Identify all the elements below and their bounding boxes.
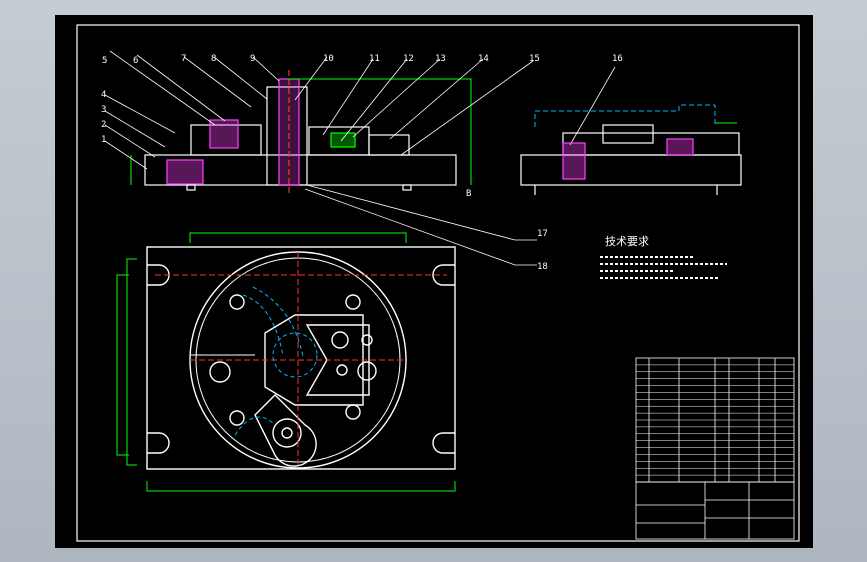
part-number-6: 6 xyxy=(133,56,138,66)
plan-view xyxy=(146,246,456,470)
clamp-boss xyxy=(272,418,302,448)
cad-drawing: B 1 2 3 4 5 6 7 8 9 10 11 12 13 14 15 16… xyxy=(76,24,800,542)
leader-15 xyxy=(400,60,534,156)
support-block xyxy=(190,124,262,156)
plan-left-dimension-2 xyxy=(126,258,137,466)
tech-requirements-title: 技术要求 xyxy=(605,235,649,248)
part-number-10: 10 xyxy=(323,54,334,64)
parts-list-rows xyxy=(636,364,794,476)
leader-3 xyxy=(104,110,166,148)
slot-bottom-right xyxy=(432,432,455,454)
part-number-4: 4 xyxy=(101,90,106,100)
tech-requirements-lines xyxy=(600,256,727,279)
leader-6 xyxy=(136,54,226,122)
front-view xyxy=(144,70,457,193)
leader-9 xyxy=(252,56,280,82)
side-clamp-section xyxy=(666,138,694,156)
title-block-frame xyxy=(635,481,795,540)
leader-7 xyxy=(183,56,252,108)
v-block xyxy=(305,324,370,396)
side-block xyxy=(602,124,654,144)
hole-f xyxy=(345,294,361,310)
leader-17 xyxy=(306,184,537,241)
front-dimensions xyxy=(130,78,472,185)
plan-top-dimension xyxy=(189,232,407,243)
guide-detail xyxy=(330,132,356,148)
hidden-curve-1 xyxy=(242,294,284,356)
part-number-9: 9 xyxy=(250,54,255,64)
part-number-8: 8 xyxy=(211,54,216,64)
side-pin-section xyxy=(562,142,586,180)
hidden-circle xyxy=(272,332,318,378)
slot-bottom-left xyxy=(147,432,170,454)
height-dimension xyxy=(287,78,472,185)
part-number-14: 14 xyxy=(478,54,489,64)
part-number-2: 2 xyxy=(101,120,106,130)
leader-18 xyxy=(304,188,537,266)
leader-1 xyxy=(104,140,148,170)
hole-c xyxy=(336,364,348,376)
part-number-18: 18 xyxy=(537,262,548,272)
part-number-5: 5 xyxy=(102,56,107,66)
side-base xyxy=(520,154,742,186)
part-number-3: 3 xyxy=(101,105,106,115)
part-number-1: 1 xyxy=(101,135,106,145)
leader-10 xyxy=(294,56,328,101)
slot-top-right xyxy=(432,264,455,286)
hole-i xyxy=(345,404,361,420)
part-number-13: 13 xyxy=(435,54,446,64)
inner-frame xyxy=(76,24,800,542)
plan-dimensions xyxy=(116,232,456,492)
clamp-block-section xyxy=(166,159,204,185)
leader-4 xyxy=(104,94,176,134)
hidden-curve-2 xyxy=(252,286,304,358)
hole-d xyxy=(357,361,377,381)
side-view xyxy=(520,124,742,195)
locating-arm xyxy=(264,314,364,406)
leader-13 xyxy=(352,58,441,138)
stop-block xyxy=(368,134,410,156)
part-number-12: 12 xyxy=(403,54,414,64)
hole-b xyxy=(361,334,373,346)
hole-g xyxy=(209,361,231,383)
leader-11 xyxy=(322,58,374,136)
hidden-curve-3 xyxy=(234,416,276,436)
leader-lines xyxy=(104,50,616,266)
leader-14 xyxy=(389,58,484,140)
part-number-11: 11 xyxy=(369,54,380,64)
foot-2 xyxy=(186,184,196,191)
title-block xyxy=(635,481,795,540)
part-number-16: 16 xyxy=(612,54,623,64)
plan-bottom-dimension xyxy=(146,481,456,492)
plan-base-plate xyxy=(146,246,456,470)
plan-centerlines xyxy=(155,252,447,468)
clamp-lever xyxy=(254,394,317,467)
side-body xyxy=(562,132,740,156)
part-number-15: 15 xyxy=(529,54,540,64)
leader-16 xyxy=(569,66,616,146)
leader-5 xyxy=(109,50,216,126)
hole-h xyxy=(229,410,245,426)
section-mark: B xyxy=(466,189,471,199)
hole-e xyxy=(229,294,245,310)
leader-8 xyxy=(213,56,268,100)
part-number-17: 17 xyxy=(537,229,548,239)
clamp-hole xyxy=(281,427,293,439)
side-hidden-outline xyxy=(534,104,716,127)
plan-left-dimension xyxy=(116,274,129,456)
part-number-7: 7 xyxy=(181,54,186,64)
hole-a xyxy=(331,331,349,349)
leader-2 xyxy=(104,124,156,158)
plan-hidden-lines xyxy=(234,286,318,436)
leader-12 xyxy=(340,58,408,142)
foot-1 xyxy=(402,184,412,191)
drawing-sheet: B 1 2 3 4 5 6 7 8 9 10 11 12 13 14 15 16… xyxy=(55,15,813,548)
